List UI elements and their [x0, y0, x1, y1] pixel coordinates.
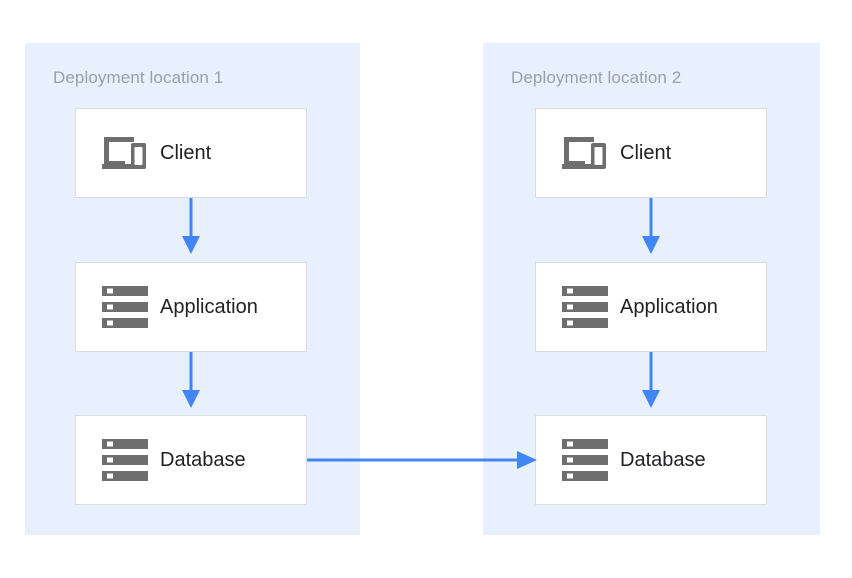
node-card-application-2[interactable]: Application	[535, 262, 767, 352]
zone-2-title: Deployment location 2	[511, 68, 682, 87]
node-label-client-2: Client	[620, 142, 672, 164]
node-card-database-1[interactable]: Database	[75, 415, 307, 505]
node-label-application-1: Application	[160, 296, 258, 318]
deployment-zone-2: Deployment location 2 Client	[483, 43, 820, 535]
node-label-client-1: Client	[160, 142, 212, 164]
node-card-database-2[interactable]: Database	[535, 415, 767, 505]
server-stack-icon	[556, 436, 614, 484]
server-stack-icon	[96, 283, 154, 331]
node-card-client-1[interactable]: Client	[75, 108, 307, 198]
connector-database-1-to-database-2	[307, 451, 537, 469]
connector-application-1-to-database-1	[182, 352, 200, 408]
devices-icon	[96, 129, 154, 177]
connector-client-2-to-application-2	[642, 198, 660, 254]
connector-client-1-to-application-1	[182, 198, 200, 254]
node-label-database-1: Database	[160, 449, 246, 471]
zone-1-title: Deployment location 1	[53, 68, 224, 87]
server-stack-icon	[556, 283, 614, 331]
node-label-database-2: Database	[620, 449, 706, 471]
node-card-application-1[interactable]: Application	[75, 262, 307, 352]
deployment-zone-1: Deployment location 1 Client	[25, 43, 360, 535]
devices-icon	[556, 129, 614, 177]
node-label-application-2: Application	[620, 296, 718, 318]
node-card-client-2[interactable]: Client	[535, 108, 767, 198]
server-stack-icon	[96, 436, 154, 484]
connector-application-2-to-database-2	[642, 352, 660, 408]
